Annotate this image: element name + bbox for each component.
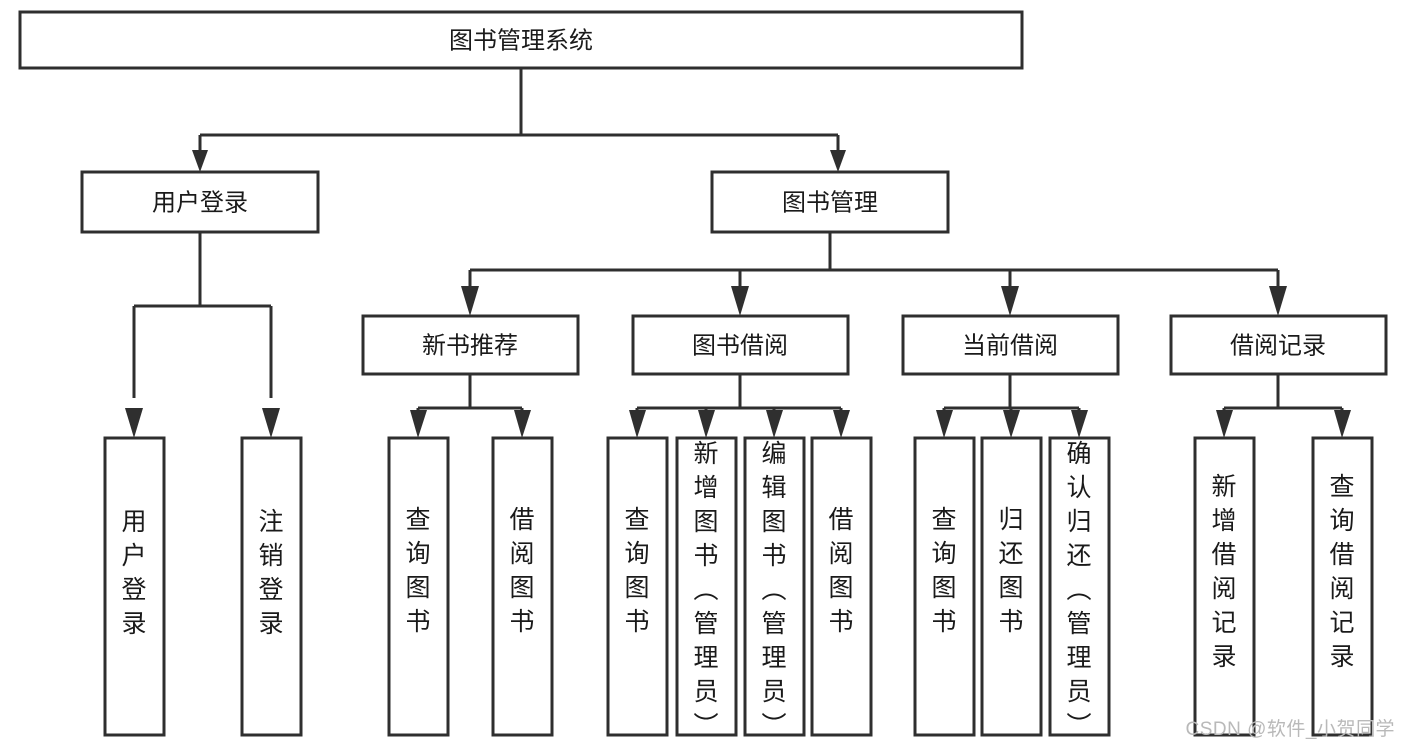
node-leaf-query-book-3-label: 查询图书 xyxy=(931,506,956,636)
node-leaf-user-login-label: 用户登录 xyxy=(121,508,146,638)
arrow-head-icon xyxy=(766,410,783,438)
node-leaf-return-book-label: 归还图书 xyxy=(998,506,1023,636)
connector-bookborrow-to-leaves xyxy=(629,374,850,438)
connector-bookmanage-to-level3 xyxy=(461,232,1287,316)
arrow-head-icon xyxy=(731,286,749,316)
node-root-label: 图书管理系统 xyxy=(449,28,593,55)
arrow-head-icon xyxy=(698,410,715,438)
node-leaf-query-record[interactable]: 查询借阅记录 xyxy=(1311,436,1374,737)
arrow-head-icon xyxy=(1071,410,1088,438)
node-borrow-record-label: 借阅记录 xyxy=(1230,333,1326,360)
node-book-borrow-label: 图书借阅 xyxy=(692,333,788,360)
arrow-head-icon xyxy=(629,410,646,438)
node-book-manage-label: 图书管理 xyxy=(782,190,878,217)
connector-newbookrec-to-leaves xyxy=(410,374,531,438)
connector-currentborrow-to-leaves xyxy=(936,374,1088,438)
arrow-head-icon xyxy=(461,286,479,316)
node-current-borrow[interactable]: 当前借阅 xyxy=(901,314,1120,376)
node-user-login-label: 用户登录 xyxy=(152,190,248,217)
node-leaf-query-book-2-label: 查询图书 xyxy=(624,506,649,636)
node-leaf-logout-label: 注销登录 xyxy=(258,508,283,638)
arrow-head-icon xyxy=(410,410,427,438)
node-new-book-rec-label: 新书推荐 xyxy=(422,333,518,360)
node-new-book-rec[interactable]: 新书推荐 xyxy=(361,314,580,376)
node-book-manage[interactable]: 图书管理 xyxy=(710,170,950,234)
node-leaf-query-book-3[interactable]: 查询图书 xyxy=(913,436,976,737)
node-leaf-user-login[interactable]: 用户登录 xyxy=(103,436,166,737)
node-leaf-add-record-label: 新增借阅记录 xyxy=(1211,473,1236,671)
node-leaf-edit-book[interactable]: 编辑图书︵管理员︶ xyxy=(743,436,806,740)
arrow-head-icon xyxy=(1003,410,1020,438)
node-leaf-borrow-book-1[interactable]: 借阅图书 xyxy=(491,436,554,737)
node-leaf-return-book[interactable]: 归还图书 xyxy=(980,436,1043,737)
node-borrow-record[interactable]: 借阅记录 xyxy=(1169,314,1388,376)
node-leaf-borrow-book-2-label: 借阅图书 xyxy=(828,506,853,636)
connector-userlogin-to-leaves xyxy=(125,232,280,438)
node-leaf-query-book-1-label: 查询图书 xyxy=(405,506,430,636)
node-leaf-add-record[interactable]: 新增借阅记录 xyxy=(1193,436,1256,737)
node-current-borrow-label: 当前借阅 xyxy=(962,333,1058,360)
arrow-head-icon xyxy=(830,150,846,172)
arrow-head-icon xyxy=(1269,286,1287,316)
arrow-head-icon xyxy=(936,410,953,438)
arrow-head-icon xyxy=(833,410,850,438)
node-leaf-add-book-label: 新增图书︵管理员︶ xyxy=(693,440,718,740)
node-leaf-edit-book-label: 编辑图书︵管理员︶ xyxy=(761,440,786,740)
arrow-head-icon xyxy=(1216,410,1233,438)
node-leaf-confirm-return[interactable]: 确认归还︵管理员︶ xyxy=(1048,436,1111,740)
connector-borrowrecord-to-leaves xyxy=(1216,374,1351,438)
node-book-borrow[interactable]: 图书借阅 xyxy=(631,314,850,376)
node-root[interactable]: 图书管理系统 xyxy=(18,10,1024,70)
node-leaf-borrow-book-2[interactable]: 借阅图书 xyxy=(810,436,873,737)
node-leaf-query-book-1[interactable]: 查询图书 xyxy=(387,436,450,737)
arrow-head-icon xyxy=(1334,410,1351,438)
arrow-head-icon xyxy=(1001,286,1019,316)
node-leaf-query-record-label: 查询借阅记录 xyxy=(1329,473,1354,671)
connector-root-to-level2 xyxy=(192,68,846,172)
node-user-login[interactable]: 用户登录 xyxy=(80,170,320,234)
arrow-head-icon xyxy=(192,150,208,172)
node-leaf-logout[interactable]: 注销登录 xyxy=(240,436,303,737)
node-leaf-query-book-2[interactable]: 查询图书 xyxy=(606,436,669,737)
node-leaf-confirm-return-label: 确认归还︵管理员︶ xyxy=(1066,440,1091,740)
node-leaf-borrow-book-1-label: 借阅图书 xyxy=(509,506,534,636)
watermark-label: CSDN @软件_小贺同学 xyxy=(1185,719,1395,740)
arrow-head-icon xyxy=(125,408,143,438)
arrow-head-icon xyxy=(514,410,531,438)
node-leaf-add-book[interactable]: 新增图书︵管理员︶ xyxy=(675,436,738,740)
arrow-head-icon xyxy=(262,408,280,438)
